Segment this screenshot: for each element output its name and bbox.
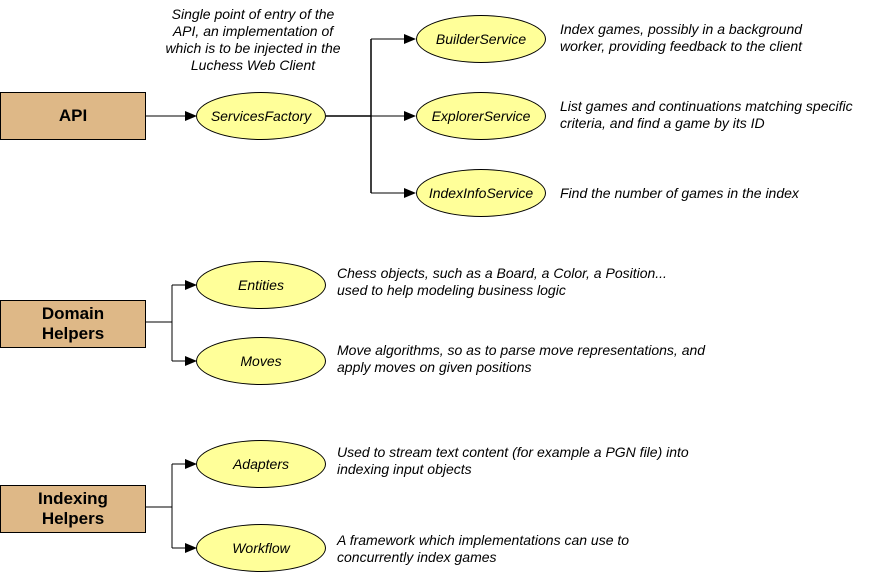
connector-domain-trunk: [146, 285, 173, 361]
node-explorerservice: ExplorerService: [416, 92, 546, 140]
node-builderservice: BuilderService: [416, 15, 546, 63]
box-domain-helpers: Domain Helpers: [0, 300, 146, 348]
node-indexinfoservice: IndexInfoService: [416, 169, 546, 217]
node-workflow: Workflow: [196, 524, 326, 572]
box-api: API: [0, 92, 146, 140]
servicesfactory-description: Single point of entry of the API, an imp…: [165, 6, 341, 73]
explorerservice-description: List games and continuations matching sp…: [560, 98, 853, 131]
box-indexing-helpers-label: Indexing Helpers: [38, 489, 108, 528]
node-servicesfactory: ServicesFactory: [196, 92, 326, 140]
indexinfoservice-description: Find the number of games in the index: [560, 185, 799, 201]
node-moves: Moves: [196, 337, 326, 385]
connector-indexing-trunk: [146, 464, 173, 548]
moves-description: Move algorithms, so as to parse move rep…: [337, 342, 706, 375]
box-indexing-helpers: Indexing Helpers: [0, 485, 146, 533]
entities-description: Chess objects, such as a Board, a Color,…: [337, 265, 667, 298]
adapters-description: Used to stream text content (for example…: [337, 444, 689, 477]
box-domain-helpers-label: Domain Helpers: [41, 304, 105, 343]
workflow-description: A framework which implementations can us…: [337, 532, 630, 565]
builderservice-description: Index games, possibly in a background wo…: [560, 21, 803, 54]
node-entities: Entities: [196, 261, 326, 309]
node-adapters: Adapters: [196, 440, 326, 488]
